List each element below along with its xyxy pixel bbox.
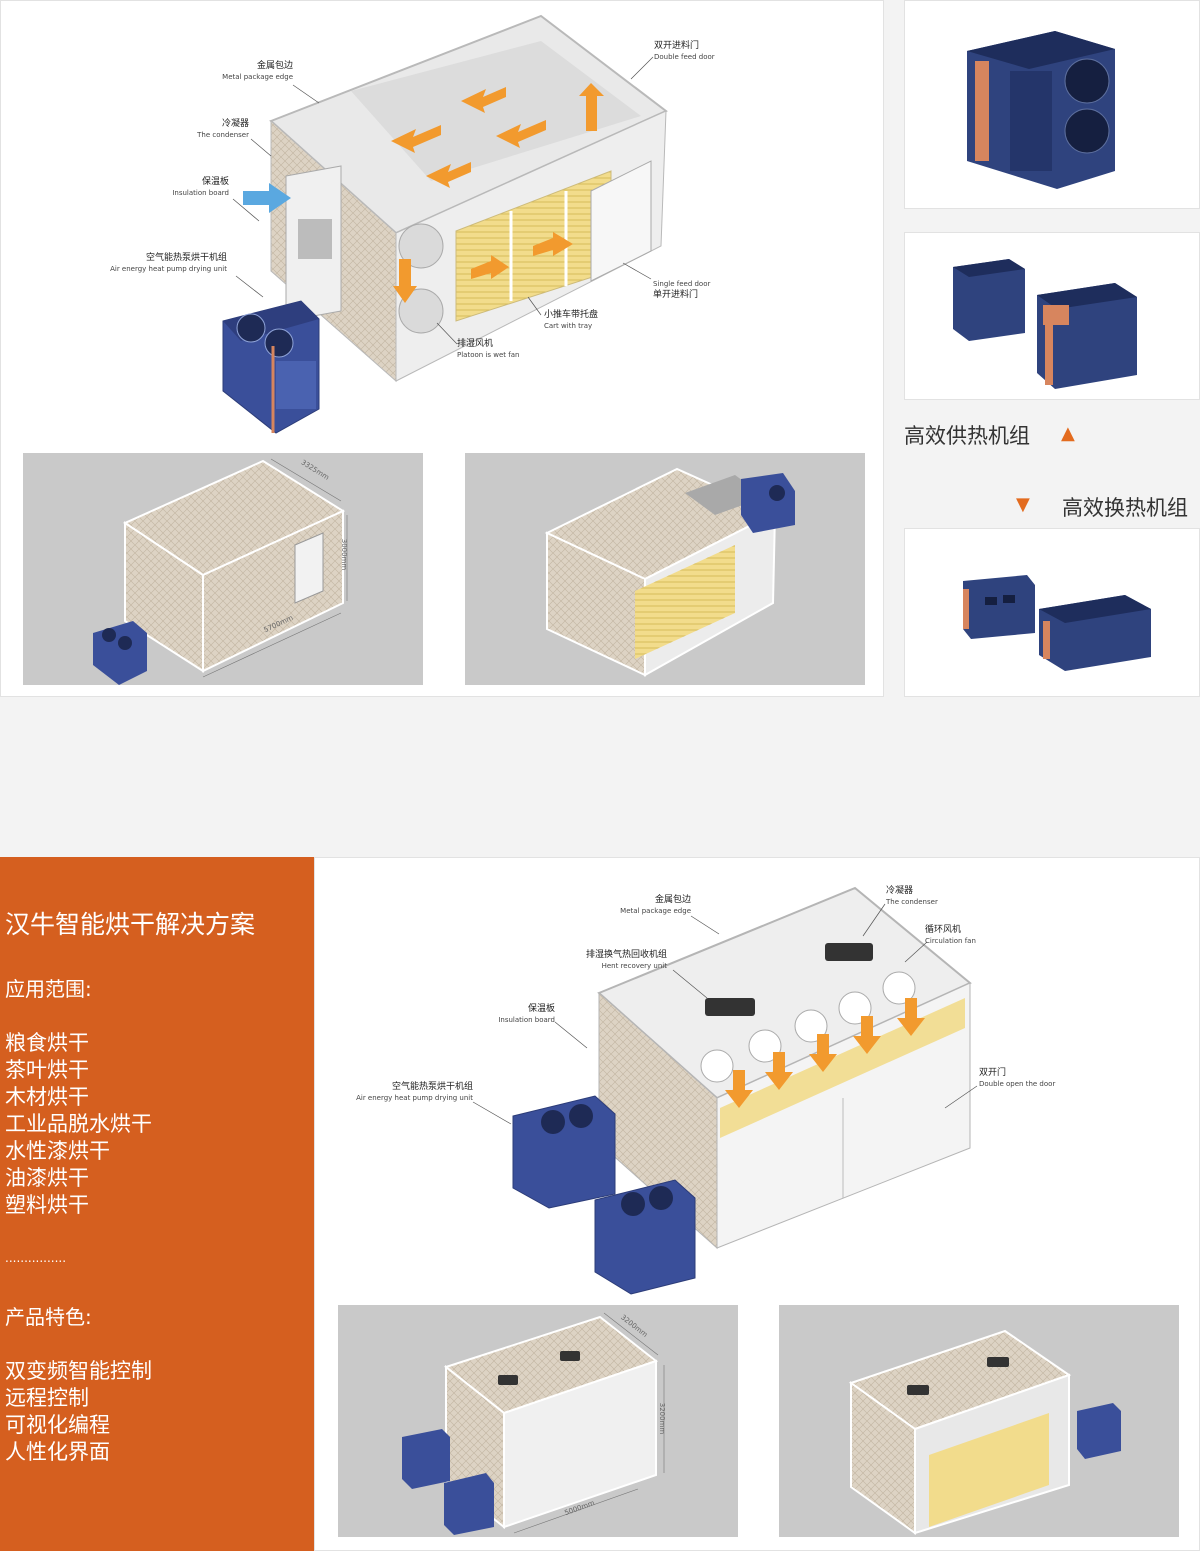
scope-item: 塑料烘干 (5, 1193, 89, 1217)
scope-item: 粮食烘干 (5, 1031, 89, 1055)
heat-supply-unit-panel-1 (904, 0, 1200, 209)
solution-sidebar: 汉牛智能烘干解决方案 应用范围: 粮食烘干 茶叶烘干 木材烘干 工业品脱水烘干 … (0, 857, 314, 1551)
dimension-height-2: 3200mm (658, 1402, 667, 1435)
bottom-exterior-view-panel: 3200mm 3200mm 5000mm (338, 1305, 738, 1537)
scope-item: 工业品脱水烘干 (5, 1112, 152, 1136)
triangle-up-icon: ▲ (1061, 423, 1075, 444)
features-heading: 产品特色: (5, 1305, 92, 1329)
dimension-height: 3000mm (340, 538, 349, 571)
feature-item: 双变频智能控制 (5, 1359, 152, 1383)
exterior-view-panel: 3325mm 3000mm 5700mm (23, 453, 423, 685)
heat-exchange-unit-panel (904, 528, 1200, 697)
bottom-exterior-illustration (402, 1312, 665, 1535)
heat-supply-units-pair-illustration (953, 259, 1137, 389)
feature-item: 可视化编程 (5, 1413, 110, 1437)
heat-supply-unit-illustration (967, 31, 1115, 189)
cutaway-view-panel (465, 453, 865, 685)
heat-supply-unit-panel-2 (904, 232, 1200, 400)
bottom-cutaway-view-panel (779, 1305, 1179, 1537)
scope-item: 油漆烘干 (5, 1166, 89, 1190)
heat-exchange-units-illustration (963, 575, 1151, 671)
sidebar-title: 汉牛智能烘干解决方案 (5, 910, 256, 939)
scope-item: 木材烘干 (5, 1085, 89, 1109)
cutaway-view-illustration (544, 467, 795, 677)
scope-item: 水性漆烘干 (5, 1139, 110, 1163)
triangle-down-icon: ▼ (1016, 494, 1030, 515)
drying-room-cutaway-diagram (222, 14, 668, 434)
bottom-cutaway-illustration (848, 1329, 1121, 1535)
feature-item: 人性化界面 (5, 1440, 110, 1464)
exterior-view-illustration (93, 458, 348, 685)
drying-room-fan-diagram (472, 886, 978, 1295)
caption-heat-supply-unit: 高效供热机组 (904, 424, 1030, 448)
caption-heat-exchange-unit: 高效换热机组 (1062, 496, 1188, 520)
sidebar-ellipsis: ................ (5, 1251, 67, 1265)
scope-item: 茶叶烘干 (5, 1058, 89, 1082)
feature-item: 远程控制 (5, 1386, 89, 1410)
scope-heading: 应用范围: (5, 977, 92, 1001)
